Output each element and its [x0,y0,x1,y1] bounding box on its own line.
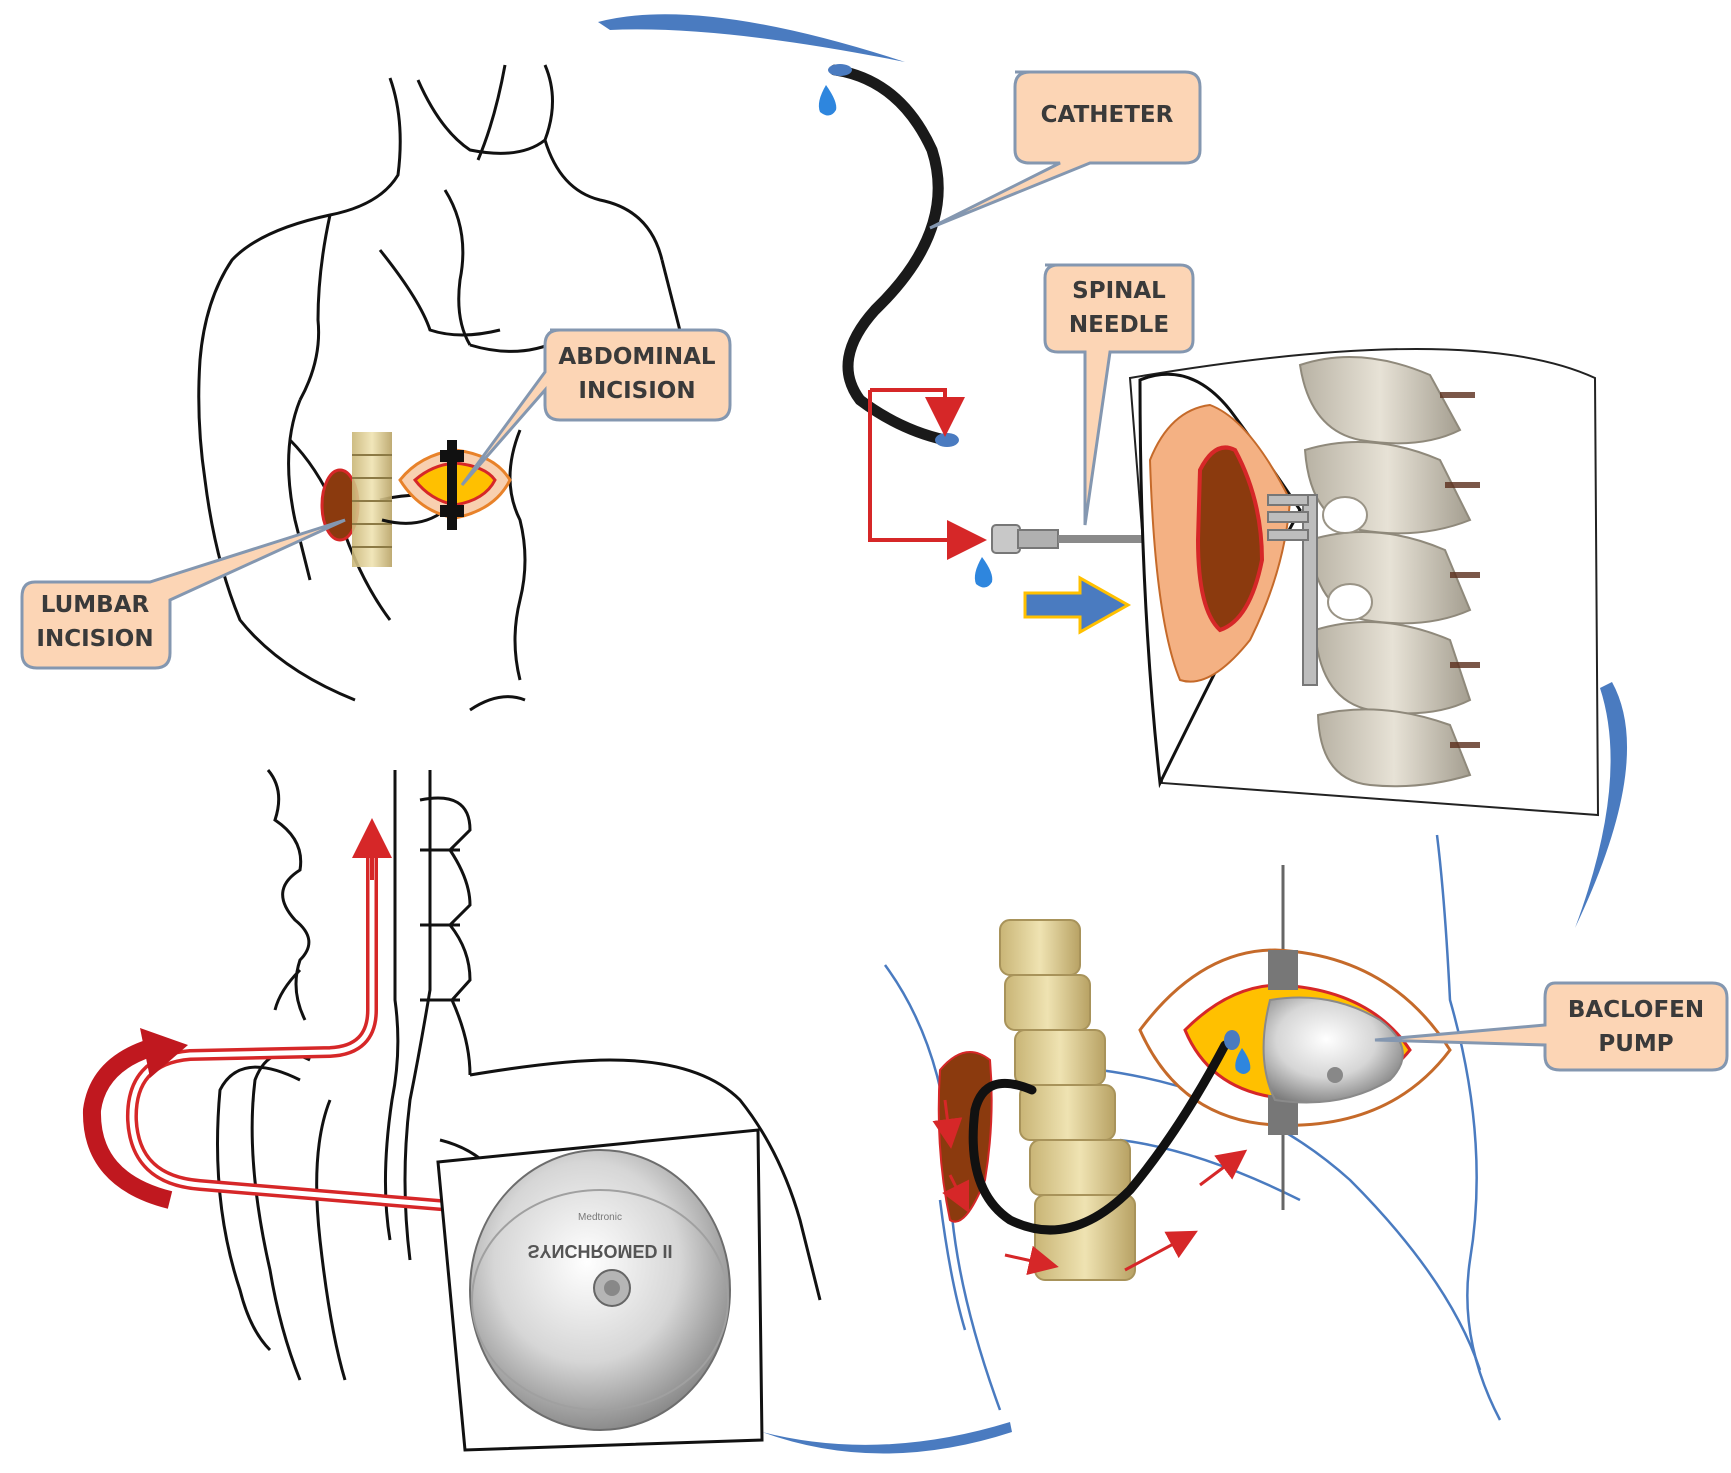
callout-abdominal-line2: INCISION [578,378,695,404]
abdominal-incision-site [400,440,510,530]
spinal-cross-section [1130,349,1598,815]
svg-text:ABDOMINAL: ABDOMINAL [558,344,715,370]
svg-text:BACLOFEN: BACLOFEN [1568,997,1704,1023]
callout-baclofen-line2: PUMP [1598,1031,1673,1057]
svg-text:NEEDLE: NEEDLE [1069,312,1169,338]
callout-lumbar-line2: INCISION [36,626,153,652]
callout-catheter: CATHETER [930,72,1200,228]
drop-icon [819,85,836,116]
svg-text:INCISION: INCISION [36,626,153,652]
callout-lumbar-line1: LUMBAR [41,592,150,618]
svg-text:SPINAL: SPINAL [1072,278,1166,304]
svg-text:CATHETER: CATHETER [1041,102,1174,128]
callout-abdominal-incision: ABDOMINAL INCISION [462,330,730,485]
callout-baclofen-line1: BACLOFEN [1568,997,1704,1023]
drop-icon [975,557,992,588]
cycle-arrow-top [598,14,905,62]
svg-text:INCISION: INCISION [578,378,695,404]
pump-small-text: Medtronic [578,1212,622,1223]
pump-brand-text: SYNCHROMED II [527,1241,672,1261]
callout-catheter-line1: CATHETER [1041,102,1174,128]
callout-spinal-needle-line1: SPINAL [1072,278,1166,304]
bottom-catheter-route [92,830,500,1210]
svg-text:LUMBAR: LUMBAR [41,592,150,618]
insertion-direction-arrow [1025,578,1128,632]
svg-text:PUMP: PUMP [1598,1031,1673,1057]
posterior-view [885,835,1500,1420]
callout-spinal-needle-line2: NEEDLE [1069,312,1169,338]
cycle-arrow-bottom [762,1422,1012,1454]
pump-photo: SYNCHROMED II Medtronic [438,1130,762,1450]
callout-lumbar-incision: LUMBAR INCISION [22,520,345,668]
callout-abdominal-line1: ABDOMINAL [558,344,715,370]
